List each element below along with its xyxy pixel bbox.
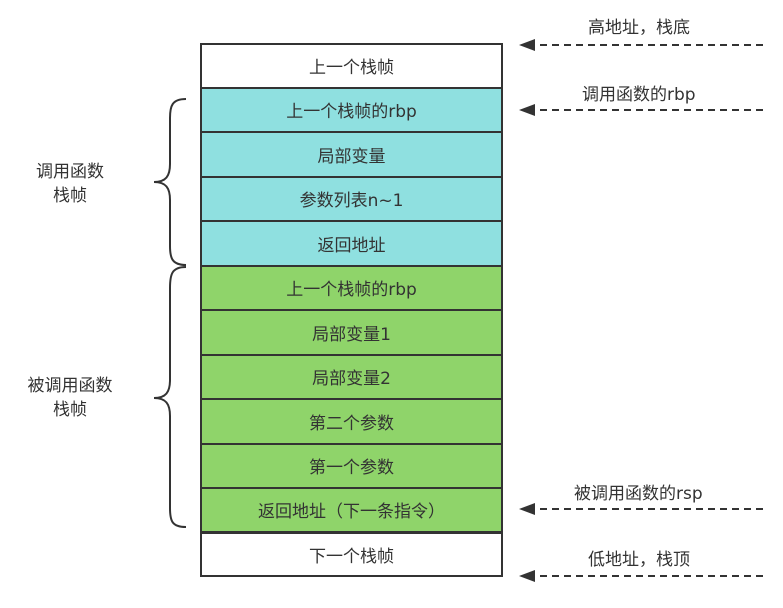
caller-frame-label-line1: 调用函数	[36, 162, 104, 182]
stack-diagram: 上一个栈帧 上一个栈帧的rbp 局部变量 参数列表n~1 返回地址 上一个栈帧的…	[200, 43, 503, 577]
callee-frame-label-line2: 栈帧	[53, 400, 87, 420]
stack-cell-callee-saved-rbp: 上一个栈帧的rbp	[200, 265, 503, 310]
stack-cell-caller-saved-rbp: 上一个栈帧的rbp	[200, 87, 503, 132]
low-address-note: 低地址，栈顶	[588, 550, 690, 570]
caller-frame-brace	[153, 98, 187, 266]
stack-cell-caller-locals: 局部变量	[200, 132, 503, 177]
high-address-arrow	[519, 39, 763, 51]
callee-frame-label-line1: 被调用函数	[27, 376, 113, 396]
callee-rsp-note: 被调用函数的rsp	[574, 484, 703, 504]
stack-cell-callee-local-1: 局部变量1	[200, 310, 503, 355]
stack-cell-callee-return-address: 返回地址（下一条指令）	[200, 488, 503, 533]
caller-frame-label: 调用函数 栈帧	[22, 160, 118, 208]
stack-cell-first-arg: 第一个参数	[200, 443, 503, 488]
callee-frame-brace	[153, 266, 187, 528]
caller-rbp-arrow	[519, 104, 763, 116]
stack-cell-caller-args: 参数列表n~1	[200, 176, 503, 221]
stack-cell-caller-return-address: 返回地址	[200, 221, 503, 266]
stack-cell-previous-frame: 上一个栈帧	[200, 43, 503, 88]
stack-cell-callee-local-2: 局部变量2	[200, 354, 503, 399]
caller-rbp-note: 调用函数的rbp	[582, 85, 696, 105]
stack-cell-next-frame: 下一个栈帧	[200, 532, 503, 577]
stack-cell-second-arg: 第二个参数	[200, 399, 503, 444]
caller-frame-label-line2: 栈帧	[53, 186, 87, 206]
high-address-note: 高地址，栈底	[588, 18, 690, 38]
callee-rsp-arrow	[519, 503, 763, 515]
callee-frame-label: 被调用函数 栈帧	[14, 374, 126, 422]
low-address-arrow	[519, 570, 763, 582]
